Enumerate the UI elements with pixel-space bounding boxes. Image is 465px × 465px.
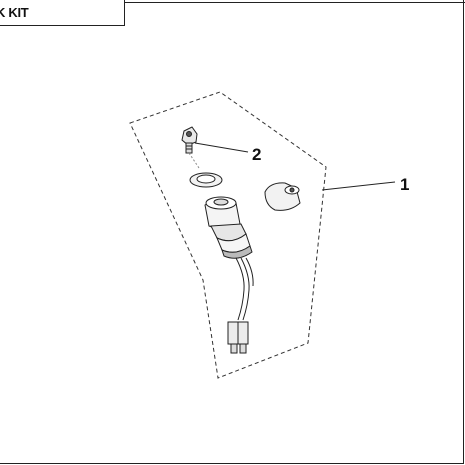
- connector-plug: [227, 321, 249, 354]
- washer-ring: [189, 172, 223, 188]
- callout-2: 2: [252, 145, 261, 164]
- top-border: [123, 2, 465, 3]
- leader-line-1: [321, 181, 396, 191]
- callout-1: 1: [400, 175, 409, 194]
- page-title: K KIT: [0, 5, 29, 20]
- key-cap: [264, 182, 301, 211]
- screw-part: [181, 126, 200, 169]
- kit-boundary: [129, 91, 327, 379]
- title-box: K KIT: [0, 0, 125, 26]
- wire-harness: [235, 257, 254, 321]
- switch-body: [204, 196, 253, 259]
- leader-line-2: [194, 142, 249, 153]
